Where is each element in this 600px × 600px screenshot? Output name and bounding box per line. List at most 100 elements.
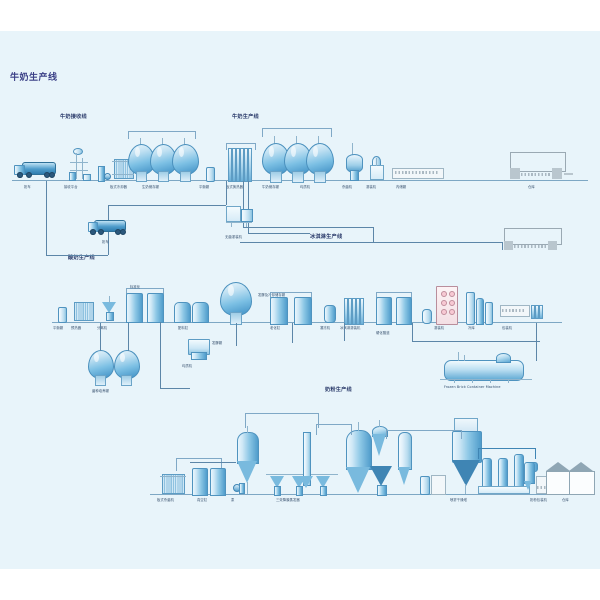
label-freezer: 凝冻机 — [320, 326, 331, 330]
label-standardizing: 标准化 — [130, 285, 141, 289]
pipe-row3-drop-4 — [412, 323, 413, 341]
pipe-row2-right — [240, 242, 502, 243]
label-packing-3: 包装机 — [502, 326, 513, 330]
aseptic-filling-unit — [226, 206, 254, 232]
label-plate-sterilizer-4: 板式杀菌机 — [157, 498, 174, 502]
sterilizer — [344, 143, 364, 181]
plate-sterilizer-row4 — [160, 472, 186, 495]
label-milk-tanker: 奶车 — [24, 185, 31, 189]
filling-machine-row1 — [368, 156, 386, 181]
label-fermenting-tank: 发酵罐 — [212, 341, 223, 345]
pipe-from-row1 — [226, 181, 227, 205]
label-vacuum-tank-4: 真空缸 — [197, 498, 208, 502]
cold-room-row2 — [498, 228, 572, 252]
balance-tank-row1 — [204, 166, 216, 182]
label-aging-tank: 老化缸 — [270, 326, 281, 330]
label-warehouse-4: 仓库 — [562, 498, 569, 502]
label-receiving-platform: 接收平台 — [64, 185, 78, 189]
blending-tanks — [174, 300, 212, 323]
pipe-row3-drop — [236, 323, 237, 346]
label-homogenizer-row1: 均质机 — [300, 185, 311, 189]
reception-pump — [98, 164, 111, 182]
label-frozen-brick-machine: Frozen Brick Container Machine — [444, 385, 501, 389]
pipe-row3-drop-2 — [292, 323, 293, 343]
fermenting-tank — [218, 282, 254, 325]
label-separator: 分离机 — [97, 326, 108, 330]
pipe-icecream-sub — [248, 233, 310, 234]
standardizing-tanks — [122, 288, 168, 323]
label-pump-4: 泵 — [231, 498, 235, 502]
section-label-ice-cream: 冰淇淋生产线 — [310, 234, 343, 240]
hardening-tanks — [372, 292, 416, 325]
label-yogurt-tanker: 奶车 — [102, 240, 109, 244]
separator — [99, 296, 119, 323]
heat-exchanger-manifold — [226, 143, 256, 150]
pipe-to-icecream-b — [248, 181, 249, 233]
label-spray-dryer-4: 喷雾干燥塔 — [450, 498, 467, 502]
ice-cream-filling-machine — [344, 298, 366, 325]
pipe-to-powder-line — [160, 322, 161, 388]
evaporator-effect-2 — [296, 432, 318, 495]
pipe-row3-bottom — [412, 341, 540, 342]
vacuum-tanks-row4 — [192, 466, 228, 496]
receiving-platform — [66, 148, 92, 181]
aging-tanks — [266, 292, 316, 325]
spray-drying-tower — [448, 418, 494, 495]
label-balance-tank: 平衡罐 — [199, 185, 210, 189]
yogurt-tanker — [88, 218, 128, 238]
page-title: 牛奶生产线 — [10, 73, 58, 83]
homogenizer-row3 — [186, 337, 212, 361]
pipe-row2-right-drop — [502, 242, 503, 250]
label-preheater: 预热器 — [71, 326, 82, 330]
pipe-icecream-header — [243, 227, 373, 228]
milk-storage-tank-group — [256, 128, 336, 183]
label-plate-cooler: 板式冷却器 — [110, 185, 127, 189]
freezer-unit — [322, 304, 338, 323]
milk-tanker — [14, 160, 56, 182]
pipe-to-yogurt-line — [46, 181, 47, 255]
row4-baseline — [150, 494, 590, 496]
label-sterilizer: 杀菌机 — [342, 185, 353, 189]
surge-vessel-row3 — [420, 308, 432, 324]
evaporator-effect-3 — [340, 420, 392, 495]
pump-row4 — [232, 480, 245, 495]
pipe-evap-link — [316, 424, 352, 435]
raw-milk-silo-group — [124, 131, 200, 182]
pipe-culture-riser-2 — [128, 323, 129, 351]
label-filling-3: 灌装机 — [434, 326, 445, 330]
label-homogenizer-3: 均质机 — [182, 364, 193, 368]
pipe-row4-feed — [190, 462, 236, 463]
label-aseptic-tank: 无菌灌装机 — [225, 235, 242, 239]
pipe-powder-feed — [160, 388, 190, 389]
section-label-yogurt: 酸奶生产线 — [68, 255, 95, 261]
blower-fan — [370, 466, 396, 496]
evaporator-vapour-duct — [245, 413, 319, 428]
frozen-brick-container-machine — [438, 352, 538, 390]
section-label-milk-powder: 奶粉生产线 — [325, 387, 352, 393]
label-cold-store: 冷库 — [468, 326, 475, 330]
label-evaporator-4: 三效降膜蒸发器 — [276, 498, 300, 502]
label-inner-tank: 内储罐 — [396, 185, 407, 189]
pipe-to-icecream-a — [243, 181, 244, 227]
pipe-yogurt-top — [108, 205, 226, 206]
label-blending-tank: 配料缸 — [178, 326, 189, 330]
pipe-to-frozen-machine — [536, 323, 537, 361]
warehouse-row1 — [500, 152, 576, 181]
cyclone-separator — [392, 432, 418, 495]
evaporator-effect-1 — [232, 426, 264, 495]
inner-tank-conveyor — [392, 166, 444, 181]
pipe-sterilizer-top — [176, 458, 222, 471]
label-warehouse-1: 仓库 — [528, 185, 535, 189]
intermediate-units-row4 — [420, 472, 446, 495]
control-panel[interactable] — [436, 286, 458, 325]
label-hardening-tunnel: 硬化隧道 — [376, 331, 390, 335]
balance-tank-row3 — [56, 305, 68, 323]
label-packing-4: 奶粉包装机 — [530, 498, 547, 502]
culture-tanks — [88, 350, 142, 386]
preheater — [72, 300, 94, 323]
section-label-milk-production: 牛奶生产线 — [232, 114, 259, 120]
label-filling-machine: 灌装机 — [366, 185, 377, 189]
pipe-row3-drop-3 — [344, 323, 345, 341]
pipe-dryer-link — [386, 430, 462, 439]
